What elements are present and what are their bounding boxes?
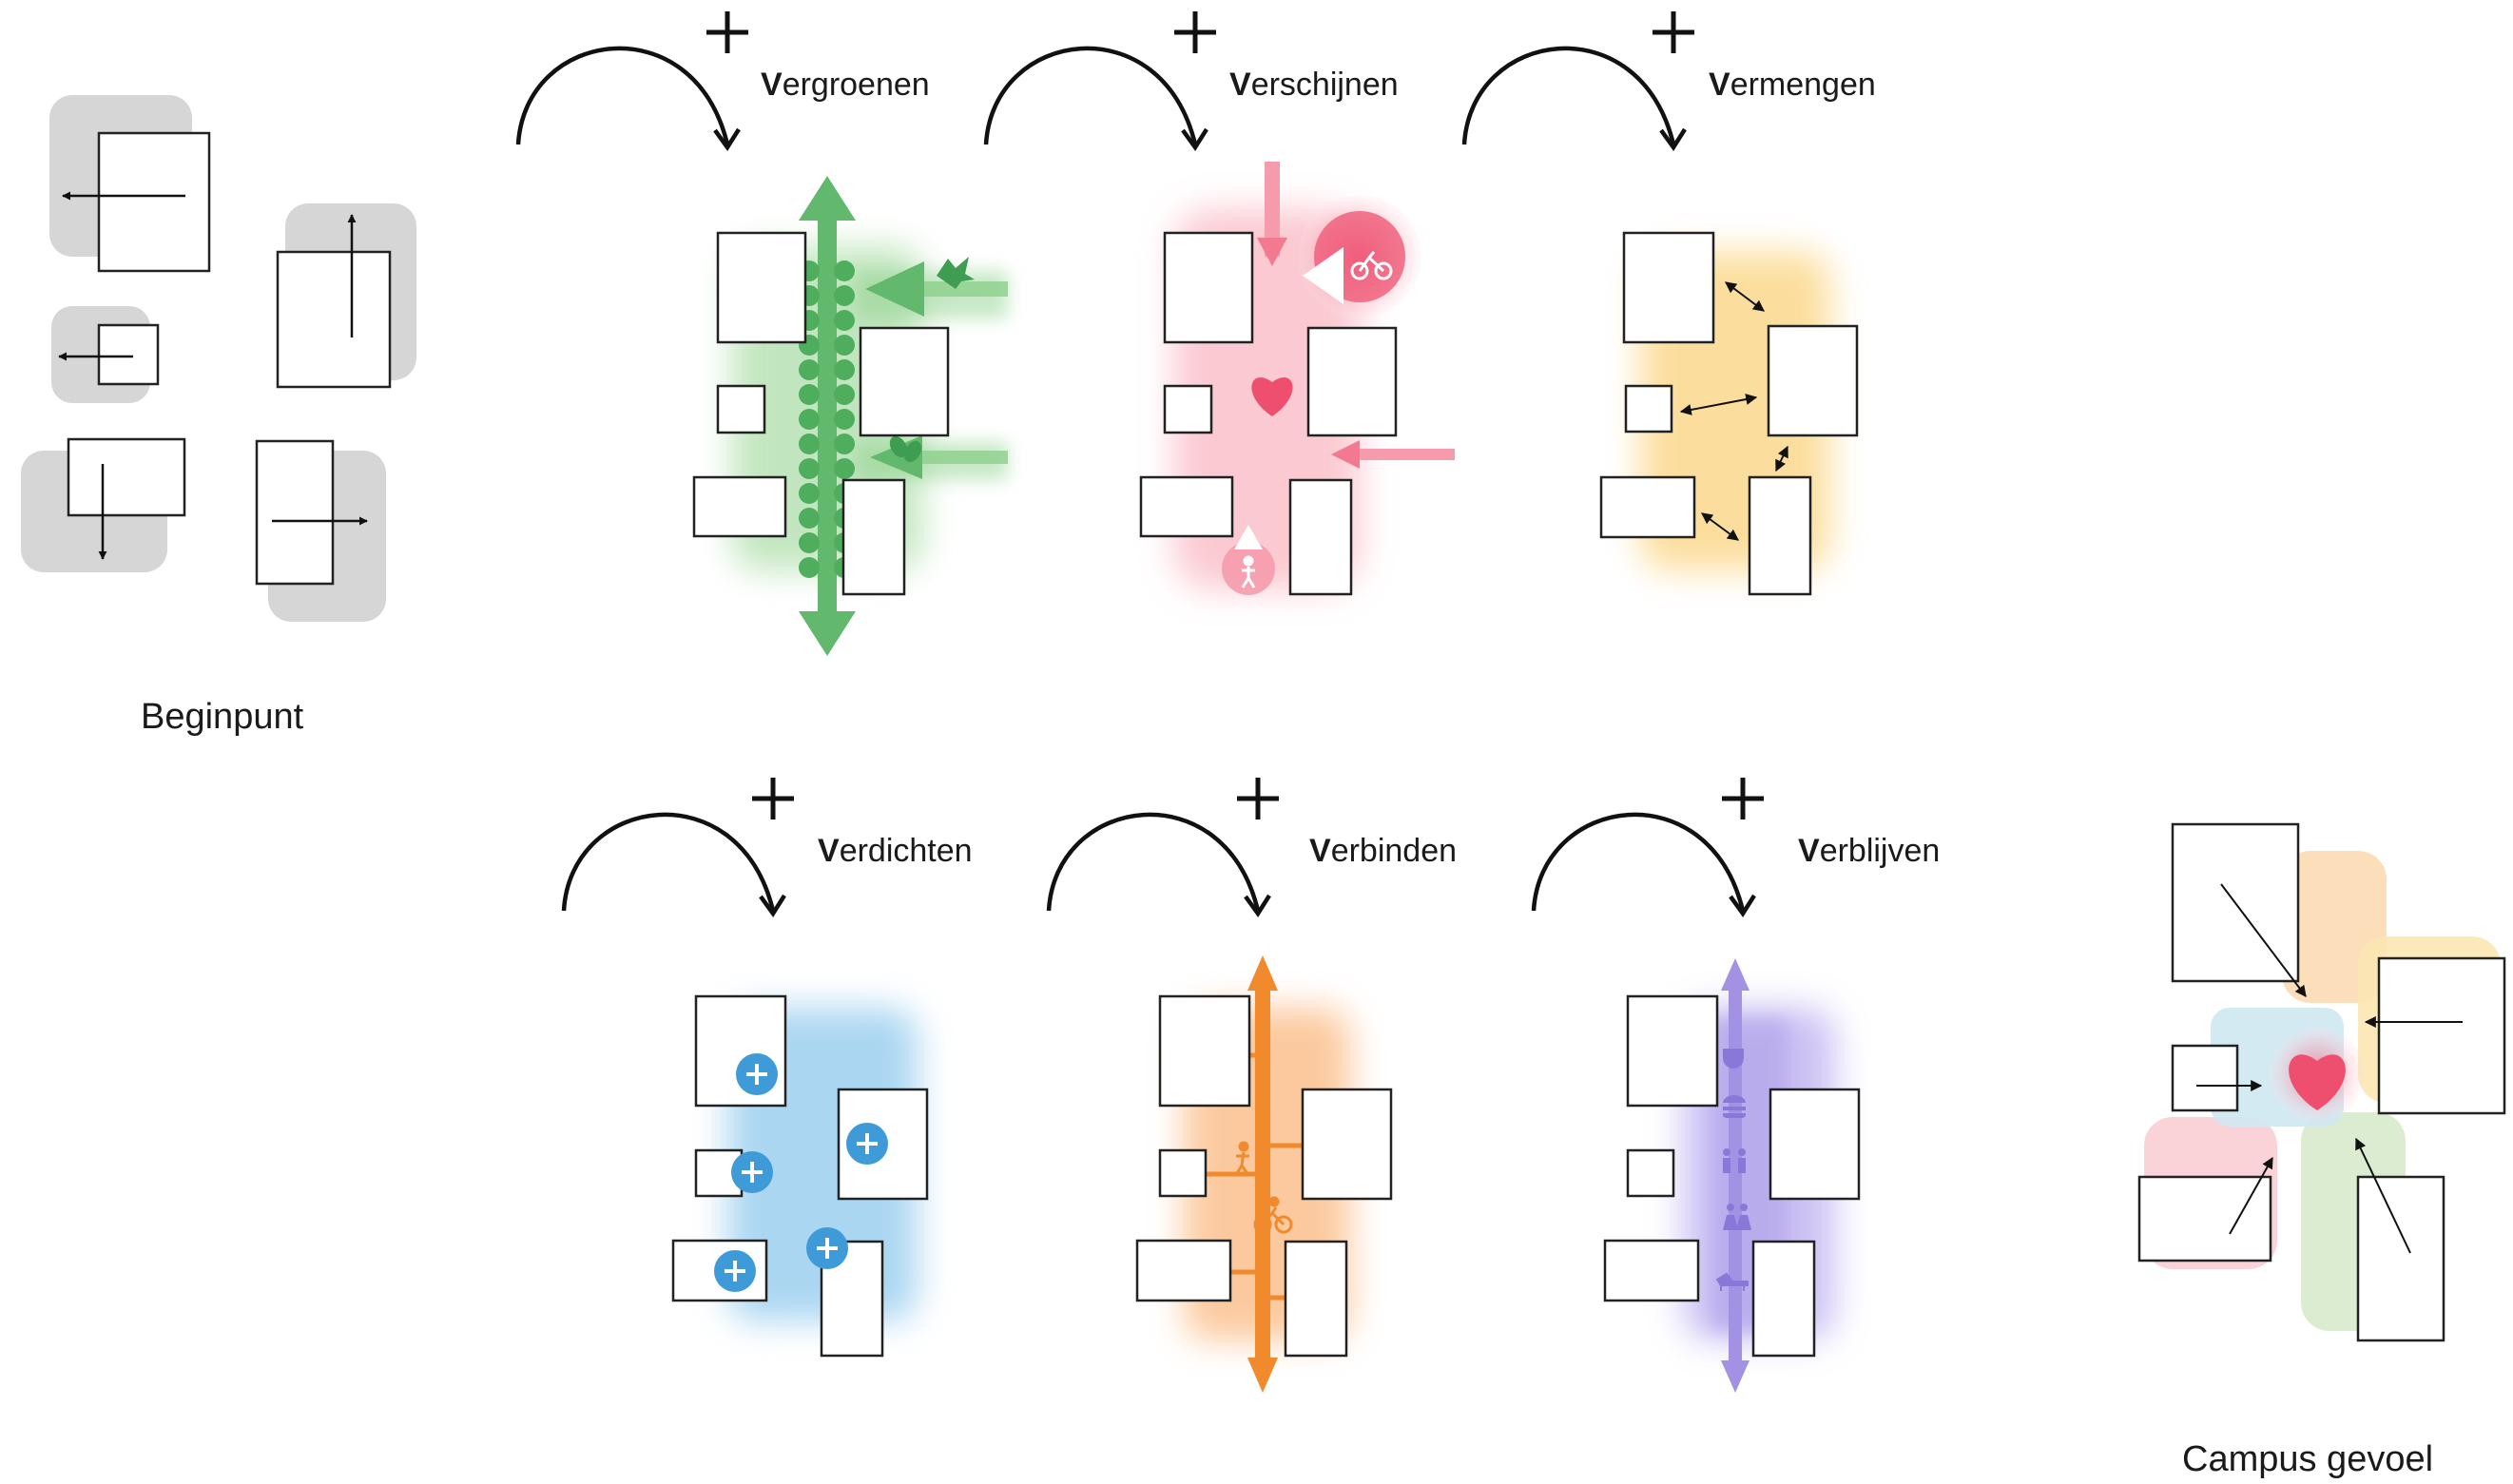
step-header-verblijven: Verblijven [1531, 778, 1940, 918]
curved-arrow-icon [1531, 812, 1746, 912]
tree-icon [799, 557, 820, 578]
tree-icon [799, 434, 820, 454]
plus-circle-icon [714, 1250, 756, 1292]
campus-gevoel-diagram: Campus gevoel [2137, 822, 2506, 1479]
plus-circle-icon [731, 1151, 773, 1193]
pedestrian-icon [1234, 1141, 1250, 1176]
plus-circle-icon [714, 1053, 888, 1292]
step-header-verbinden: Verbinden [1046, 778, 1457, 918]
people-icon [1723, 1148, 1751, 1230]
tree-icon [834, 335, 855, 356]
plus-icon [706, 11, 748, 53]
tree-icon [834, 285, 855, 306]
tree-icon [799, 508, 820, 529]
start-diagram: Beginpunt [21, 95, 416, 737]
plus-icon [1653, 11, 1694, 53]
bird-icon [937, 257, 975, 289]
diagram-verdichten [671, 994, 929, 1358]
plus-circle-icon [736, 1053, 778, 1095]
step-header-vergroenen: Vergroenen [515, 11, 930, 152]
plus-circle-icon [806, 1227, 848, 1269]
svg-text:Verbinden: Verbinden [1309, 833, 1457, 869]
step-header-verschijnen: Verschijnen [983, 11, 1399, 152]
tree-icon [834, 458, 855, 479]
step-label-vergroenen: ergroenen [783, 67, 930, 103]
diagram-verbinden [1135, 955, 1393, 1393]
svg-text:Verschijnen: Verschijnen [1229, 67, 1399, 103]
curved-arrow-icon [515, 46, 730, 145]
tree-icon [799, 359, 820, 380]
bicycle-icon [1253, 1196, 1293, 1234]
tree-icon [799, 384, 820, 405]
heart-icon [1251, 377, 1293, 416]
diagram-vergroenen [692, 176, 1008, 656]
tree-icon [799, 532, 820, 553]
diagram-verblijven [1603, 958, 1861, 1393]
pedestrian-icon [1241, 555, 1256, 588]
plus-icon [1174, 11, 1216, 53]
tree-icon [834, 310, 855, 331]
curved-arrow-icon [1461, 46, 1676, 145]
end-label: Campus gevoel [2182, 1439, 2433, 1479]
step-label-verbinden: erbinden [1331, 833, 1457, 869]
tree-icon [834, 359, 855, 380]
step-label-verschijnen: erschijnen [1251, 67, 1399, 103]
start-label: Beginpunt [141, 697, 304, 737]
tree-icon [799, 409, 820, 430]
svg-text:Verdichten: Verdichten [818, 833, 973, 869]
curved-arrow-icon [1046, 812, 1261, 912]
tree-icon [799, 483, 820, 504]
butterfly-icon [889, 435, 922, 463]
burger-icon [1722, 1095, 1747, 1119]
diagram-verschijnen [1139, 162, 1455, 596]
tree-icon [834, 434, 855, 454]
heart-icon [2289, 1054, 2346, 1110]
step-header-vermengen: Vermengen [1461, 11, 1876, 152]
step-label-verdichten: erdichten [840, 833, 973, 869]
svg-text:Verblijven: Verblijven [1798, 833, 1940, 869]
svg-text:Vermengen: Vermengen [1709, 67, 1876, 103]
bicycle-icon [1350, 251, 1393, 280]
tree-icon [834, 409, 855, 430]
curved-arrow-icon [561, 812, 776, 912]
svg-text:Vergroenen: Vergroenen [761, 67, 930, 103]
plus-icon [1237, 778, 1279, 819]
step-label-vermengen: ermengen [1730, 67, 1876, 103]
curved-arrow-icon [983, 46, 1198, 145]
plus-icon [1722, 778, 1764, 819]
diagram-vermengen [1599, 231, 1859, 596]
coffee-cup-icon [1723, 1049, 1744, 1069]
plus-icon [752, 778, 794, 819]
tree-icon [834, 260, 855, 281]
step-header-verdichten: Verdichten [561, 778, 973, 918]
tree-icon [799, 458, 820, 479]
tree-icon [834, 384, 855, 405]
lounger-icon [1715, 1272, 1749, 1291]
step-label-verblijven: erblijven [1820, 833, 1941, 869]
plus-circle-icon [846, 1123, 888, 1165]
